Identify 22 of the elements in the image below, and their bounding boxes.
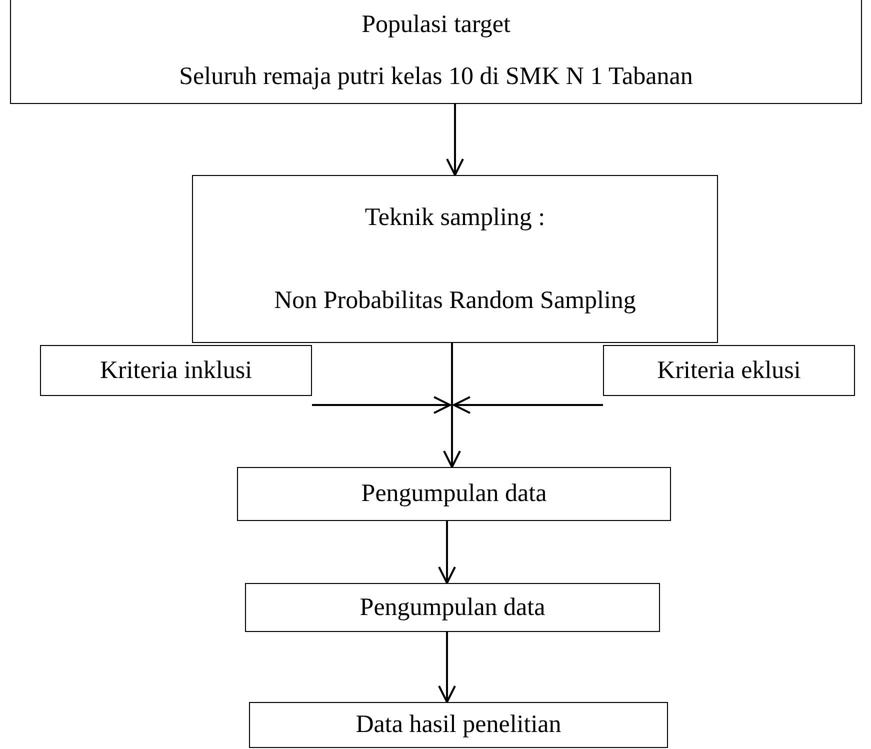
process-box [249,702,668,748]
process-box [40,345,312,396]
box-heading: Teknik sampling : [364,204,546,232]
arrow [453,396,603,414]
arrow [438,521,456,584]
arrow [438,632,456,703]
box-heading: Kriteria eklusi [657,356,801,384]
process-box [603,345,855,396]
process-box [192,175,718,343]
process-box [10,0,862,104]
arrow [443,405,461,468]
box-text: Non Probabilitas Random Sampling [274,286,636,314]
box-heading: Pengumpulan data [360,594,546,622]
process-box [237,467,671,521]
box-heading: Kriteria inklusi [100,356,252,384]
box-heading: Populasi target [362,11,510,39]
arrow [312,396,451,414]
box-heading: Pengumpulan data [361,480,547,508]
box-text: Seluruh remaja putri kelas 10 di SMK N 1 Tabanan [179,63,693,91]
box-heading: Data hasil penelitian [356,711,562,739]
process-box [245,583,660,632]
arrow [446,104,464,176]
